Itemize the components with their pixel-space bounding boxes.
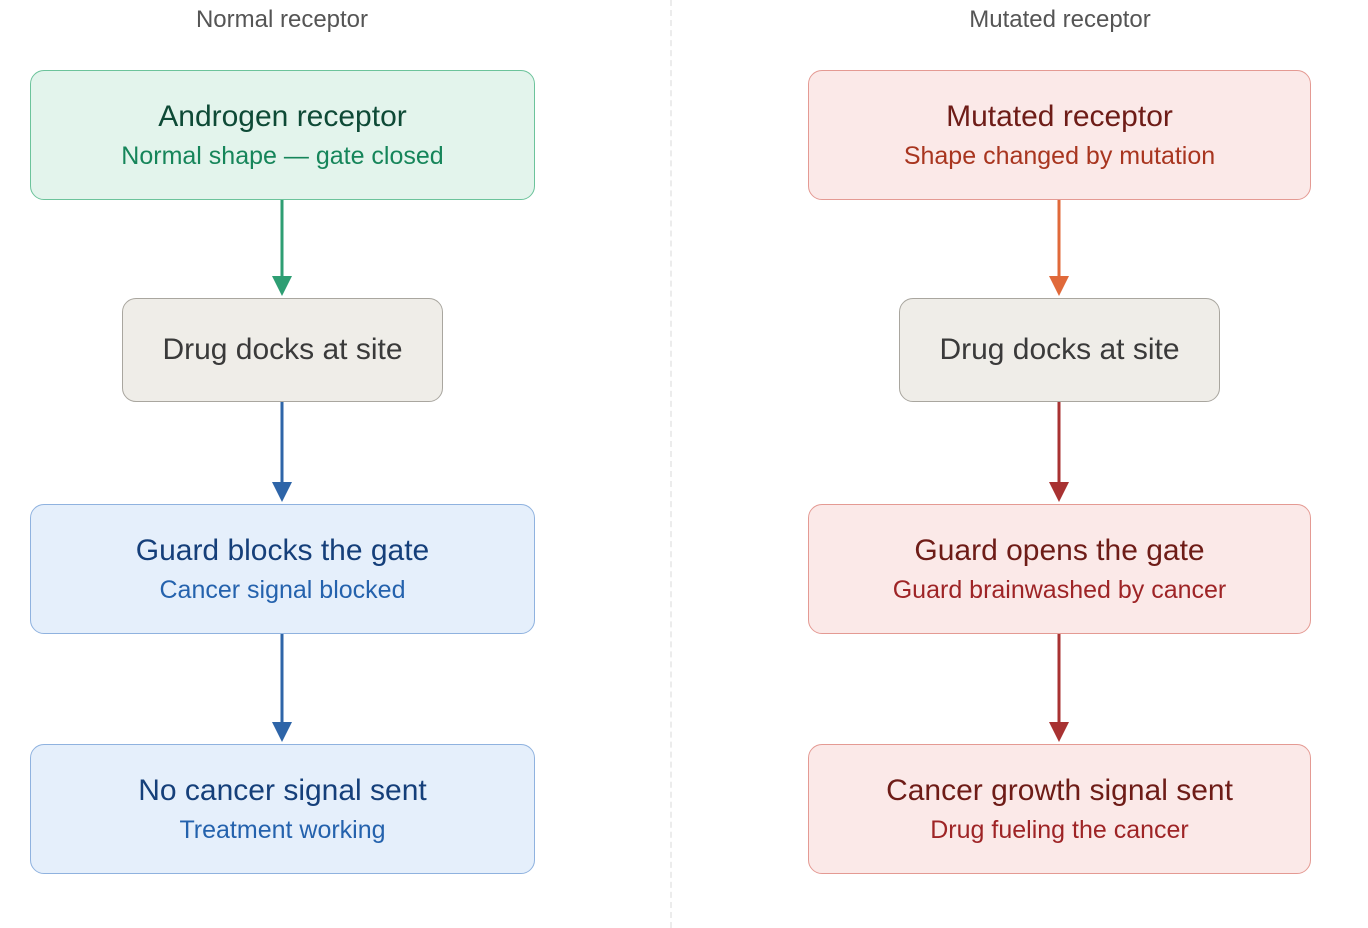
normal-arrow-receptor-to-drug: [272, 200, 292, 296]
normal-receptor-subtitle: Normal shape — gate closed: [121, 142, 444, 170]
mutated-outcome-subtitle: Drug fueling the cancer: [930, 816, 1189, 844]
normal-receptor-box: Androgen receptor Normal shape — gate cl…: [30, 70, 535, 200]
normal-arrow-drug-to-guard: [272, 402, 292, 502]
mutated-receptor-title: Mutated receptor: [946, 100, 1173, 133]
normal-column-title: Normal receptor: [195, 6, 369, 33]
mutated-arrow-guard-to-outcome: [1049, 634, 1069, 742]
normal-guard-title: Guard blocks the gate: [135, 534, 430, 567]
mutated-column-title: Mutated receptor: [969, 6, 1151, 33]
normal-drug-box: Drug docks at site: [122, 298, 443, 402]
mutated-receptor-box: Mutated receptor Shape changed by mutati…: [808, 70, 1311, 200]
normal-outcome-box: No cancer signal sent Treatment working: [30, 744, 535, 874]
mutated-arrow-drug-to-guard: [1049, 402, 1069, 502]
mutated-drug-box: Drug docks at site: [899, 298, 1220, 402]
mutated-outcome-title: Cancer growth signal sent: [886, 774, 1233, 807]
normal-outcome-subtitle: Treatment working: [179, 816, 386, 844]
normal-guard-subtitle: Cancer signal blocked: [159, 576, 406, 604]
mutated-receptor-subtitle: Shape changed by mutation: [903, 142, 1216, 170]
mutated-guard-subtitle: Guard brainwashed by cancer: [892, 576, 1227, 604]
mutated-guard-box: Guard opens the gate Guard brainwashed b…: [808, 504, 1311, 634]
column-divider: [670, 0, 672, 928]
mutated-outcome-box: Cancer growth signal sent Drug fueling t…: [808, 744, 1311, 874]
mutated-drug-title: Drug docks at site: [939, 333, 1180, 366]
mutated-guard-title: Guard opens the gate: [914, 534, 1205, 567]
mutated-arrow-receptor-to-drug: [1049, 200, 1069, 296]
normal-drug-title: Drug docks at site: [162, 333, 403, 366]
normal-guard-box: Guard blocks the gate Cancer signal bloc…: [30, 504, 535, 634]
normal-outcome-title: No cancer signal sent: [138, 774, 427, 807]
normal-arrow-guard-to-outcome: [272, 634, 292, 742]
normal-receptor-title: Androgen receptor: [158, 100, 407, 133]
